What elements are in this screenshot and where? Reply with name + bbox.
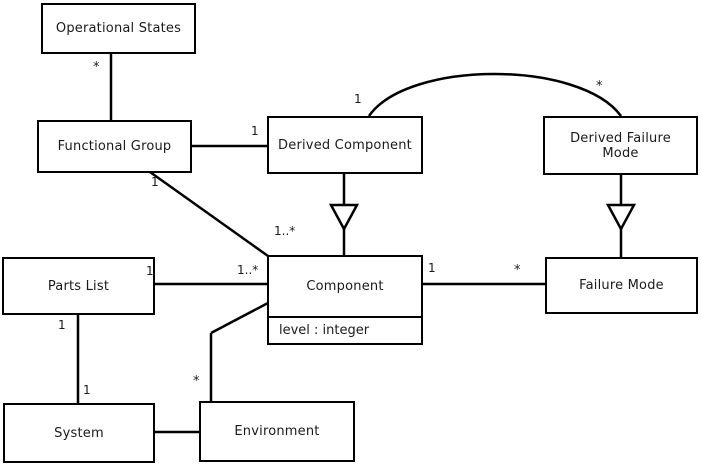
generalization-triangle-component	[328, 203, 360, 232]
multiplicity-functional-group-component-near-component: 1..*	[274, 224, 296, 238]
edge-functional-group-component	[149, 170, 269, 258]
class-box-derived-component[interactable]: Derived Component	[267, 116, 423, 174]
multiplicity-environment-component: *	[193, 374, 200, 389]
class-box-functional-group[interactable]: Functional Group	[37, 120, 192, 173]
class-box-component[interactable]: Component level : integer	[267, 255, 423, 345]
multiplicity-functional-group-derived-component: 1	[251, 124, 259, 138]
class-name-derived-component: Derived Component	[278, 137, 412, 153]
multiplicity-parts-list-system-near-system: 1	[83, 383, 91, 397]
class-box-operational-states[interactable]: Operational States	[41, 3, 196, 54]
multiplicity-parts-list-component-near-component: 1..*	[237, 263, 259, 277]
class-name-operational-states: Operational States	[55, 21, 182, 36]
edge-derived-component-derived-failure-mode-arc	[367, 72, 623, 117]
edge-environment-component-diagonal	[210, 301, 269, 335]
multiplicity-functional-group-component-near-group: 1	[151, 175, 159, 189]
class-name-derived-failure-mode: Derived Failure Mode	[570, 130, 671, 161]
multiplicity-derived-failure-mode-arc: *	[596, 79, 603, 94]
class-box-system[interactable]: System	[3, 403, 155, 463]
class-name-parts-list: Parts List	[47, 278, 110, 294]
class-name-failure-mode: Failure Mode	[579, 278, 664, 293]
class-attribute-component-level: level : integer	[269, 316, 421, 343]
multiplicity-component-failure-mode-near-failure-mode: *	[514, 263, 521, 278]
multiplicity-parts-list-system-near-parts-list: 1	[58, 318, 66, 332]
class-box-failure-mode[interactable]: Failure Mode	[545, 257, 698, 314]
multiplicity-component-failure-mode-near-component: 1	[428, 261, 436, 275]
class-name-functional-group: Functional Group	[57, 139, 172, 154]
class-box-parts-list[interactable]: Parts List	[2, 257, 155, 315]
class-box-derived-failure-mode[interactable]: Derived Failure Mode	[543, 116, 698, 175]
class-box-environment[interactable]: Environment	[199, 401, 355, 462]
multiplicity-derived-component-arc: 1	[354, 92, 362, 106]
class-name-component: Component	[306, 279, 384, 294]
class-name-environment: Environment	[234, 424, 320, 439]
generalization-triangle-failure-mode	[605, 203, 637, 232]
multiplicity-parts-list-component-near-parts-list: 1	[146, 264, 154, 278]
multiplicity-operational-states-functional-group: *	[93, 60, 100, 75]
class-name-system: System	[54, 425, 104, 441]
